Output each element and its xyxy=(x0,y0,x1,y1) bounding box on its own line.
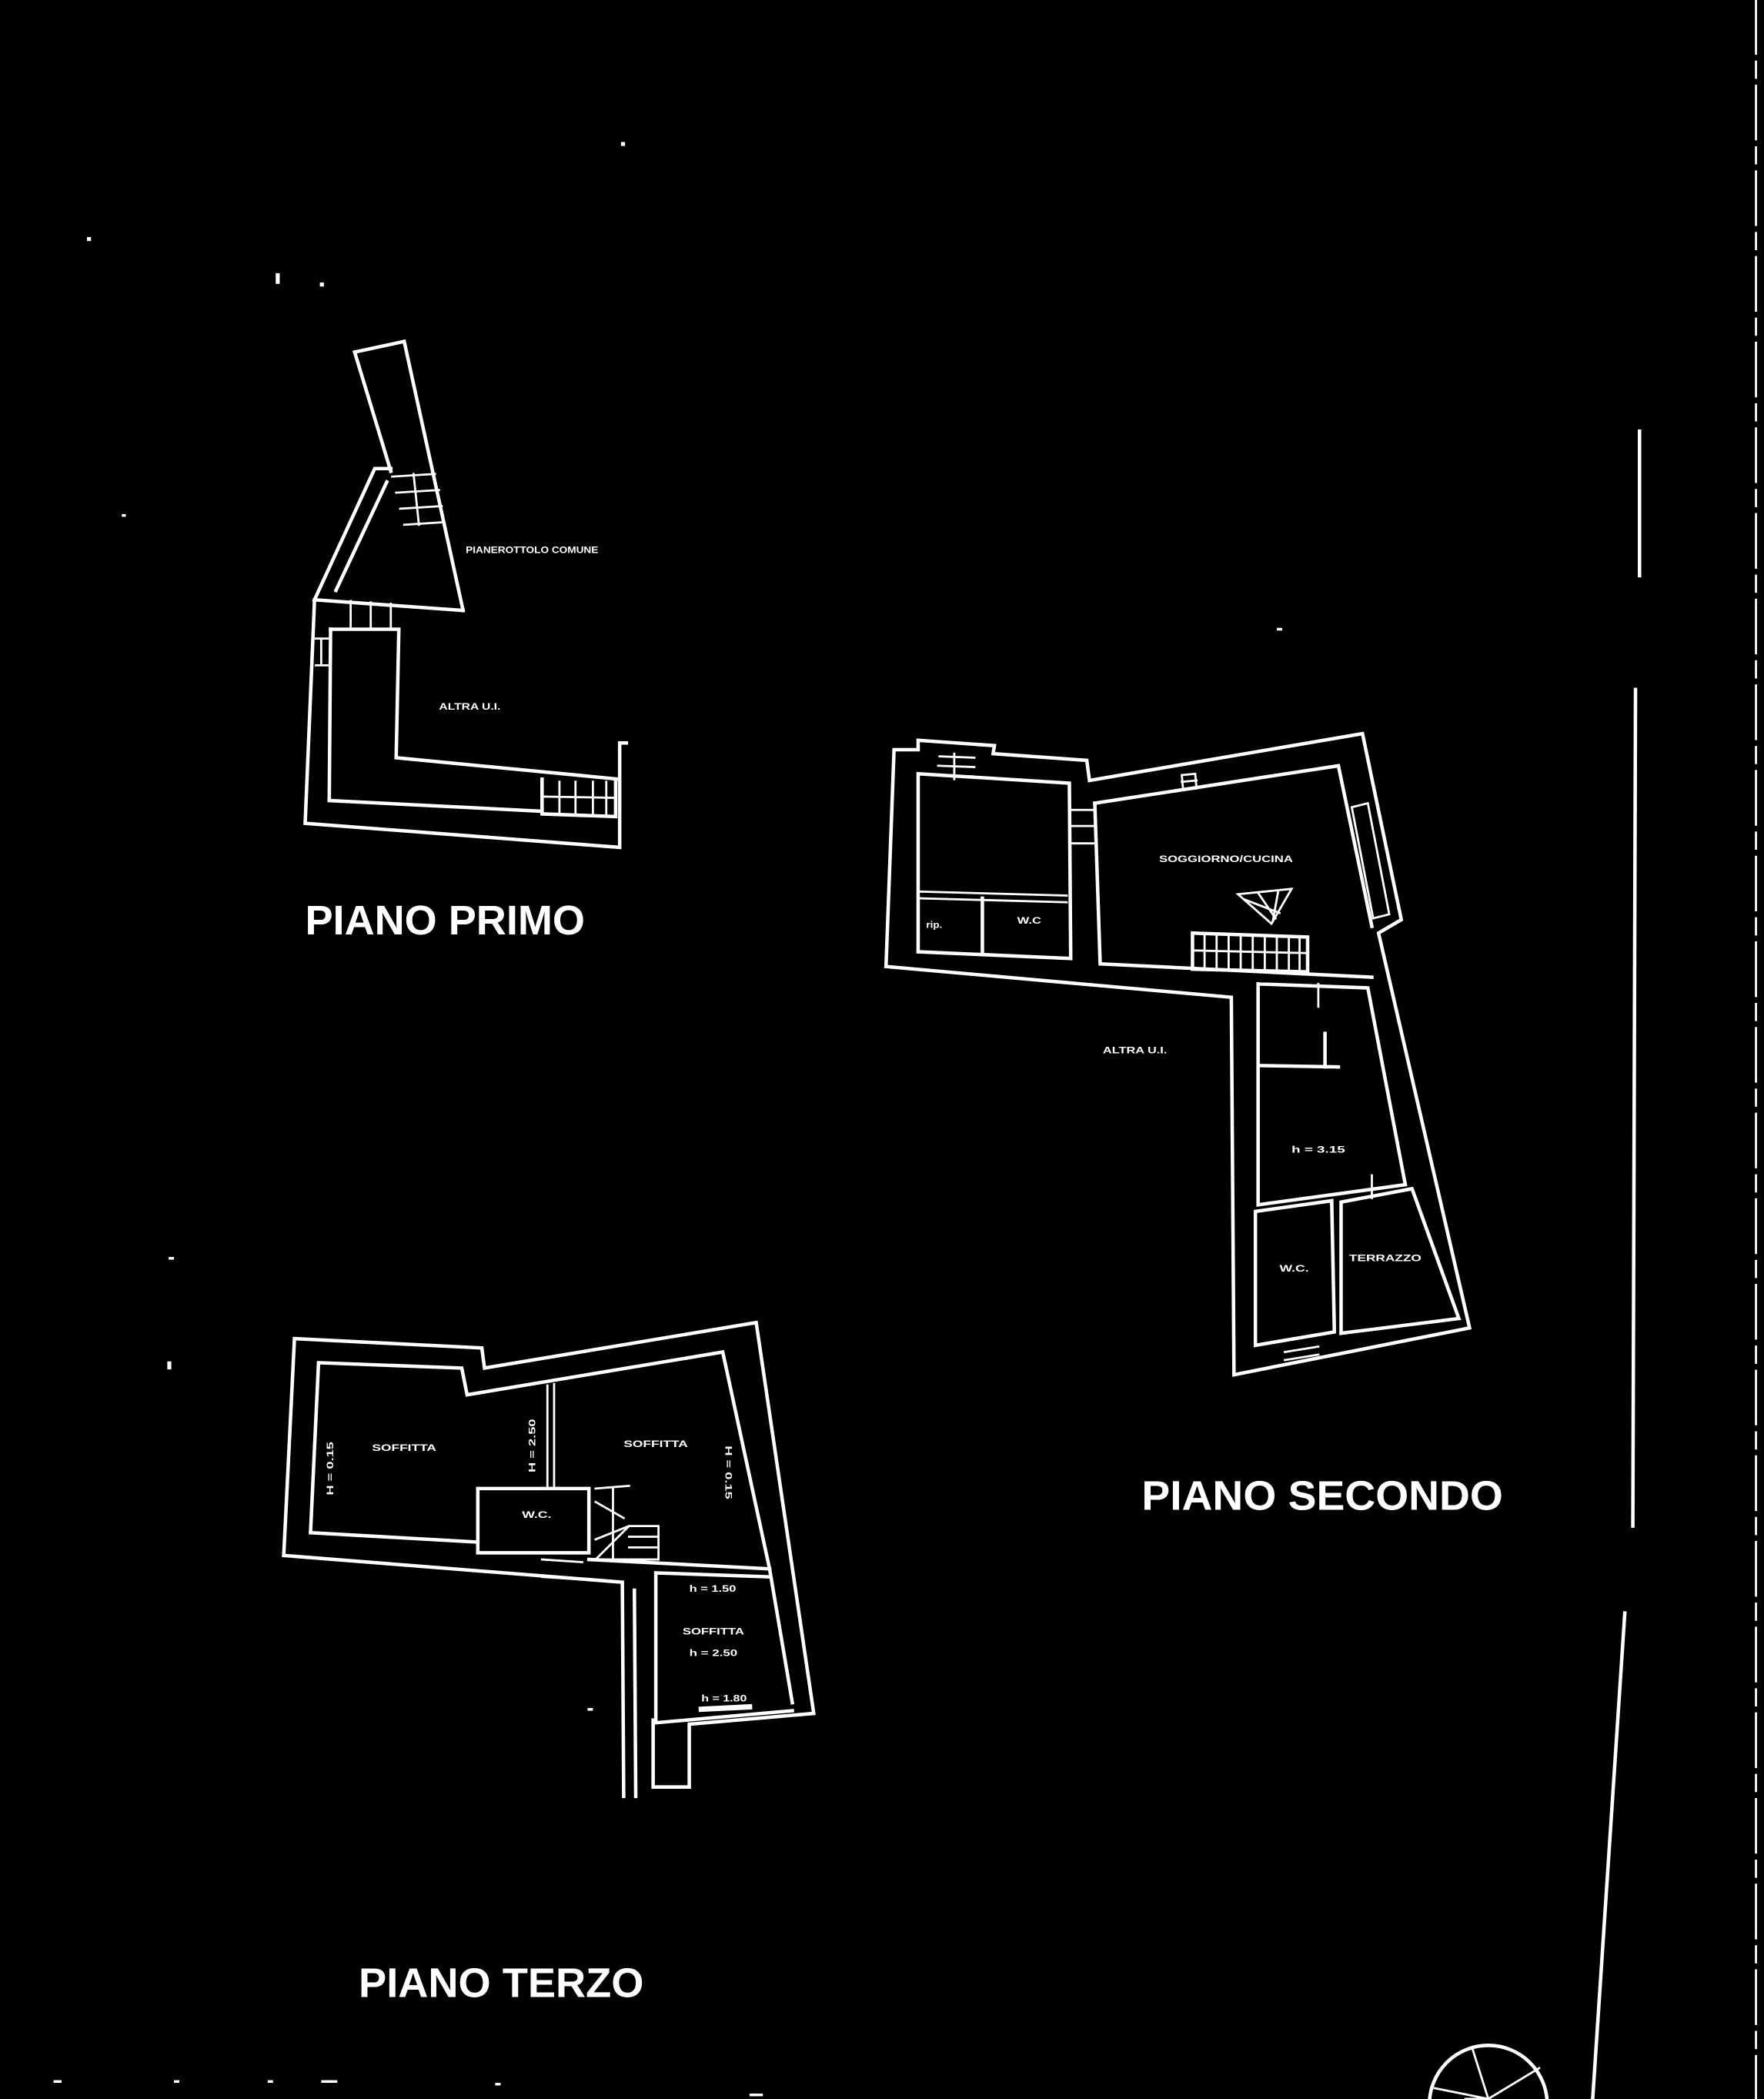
chimney-wall xyxy=(633,1588,691,1799)
door-mark xyxy=(1069,808,1095,845)
wc-room-wall xyxy=(1253,1198,1337,1348)
staircase xyxy=(935,752,976,780)
outer-wall xyxy=(352,339,466,613)
partition-wall xyxy=(546,1382,556,1490)
inner-wall xyxy=(1256,981,1408,1207)
inner-wall xyxy=(1092,764,1375,929)
staircase xyxy=(593,1484,660,1561)
inner-wall xyxy=(309,1530,480,1544)
partition-wall xyxy=(917,890,1068,904)
window-mark xyxy=(1181,772,1198,791)
wc-label: W.C. xyxy=(522,1509,551,1520)
attic-lower-label: SOFFITTA xyxy=(683,1626,744,1636)
attic-right-label: SOFFITTA xyxy=(623,1439,688,1449)
wc-2-label: W.C. xyxy=(1279,1263,1308,1274)
outer-wall xyxy=(282,1320,816,1726)
wc-room-wall xyxy=(476,1486,591,1555)
border-line xyxy=(1631,687,1638,1528)
staircase xyxy=(1191,887,1310,974)
attic-lower-top-height-label: h = 1.50 xyxy=(690,1583,737,1594)
outer-wall xyxy=(884,731,1472,1377)
outer-wall xyxy=(303,597,629,850)
plan-piano-primo: PIANEROTTOLO COMUNE ALTRA U.I. PIANO PRI… xyxy=(303,339,629,944)
partition-height-label: H = 2.50 xyxy=(527,1419,538,1472)
inner-wall xyxy=(327,627,544,814)
room-height-label: h = 3.15 xyxy=(1291,1144,1345,1155)
north-arrow-icon xyxy=(1428,2044,1549,2099)
living-kitchen-label: SOGGIORNO/CUCINA xyxy=(1159,854,1293,864)
attic-left-label: SOFFITTA xyxy=(372,1442,436,1453)
other-unit-label: ALTRA U.I. xyxy=(439,701,500,712)
scan-specks xyxy=(53,142,1282,2097)
staircase xyxy=(391,473,446,526)
staircase xyxy=(540,777,618,819)
attic-lower-height-label: h = 2.50 xyxy=(690,1647,738,1658)
plan-title: PIANO PRIMO xyxy=(305,897,584,944)
outer-wall xyxy=(312,466,466,613)
terrace-label: TERRAZZO xyxy=(1349,1252,1422,1263)
plan-title: PIANO SECONDO xyxy=(1141,1473,1503,1519)
sheet-border xyxy=(1591,0,1757,2099)
attic-left-height-label: H = 0.15 xyxy=(325,1442,336,1496)
door-mark xyxy=(349,600,393,630)
plan-piano-terzo: SOFFITTA H = 0.15 H = 2.50 SOFFITTA H = … xyxy=(282,1320,816,2007)
landing-label: PIANEROTTOLO COMUNE xyxy=(466,544,598,555)
opening-mark xyxy=(698,1703,753,1713)
partition-wall xyxy=(1258,1031,1341,1069)
plan-title: PIANO TERZO xyxy=(359,1960,643,2007)
storage-label: rip. xyxy=(926,919,942,930)
attic-right-height-label: H = 0.15 xyxy=(723,1446,734,1499)
door-mark xyxy=(1317,982,1373,1199)
inner-wall xyxy=(653,1571,794,1725)
wc-label: W.C xyxy=(1017,915,1042,926)
window-mark xyxy=(1283,1345,1320,1362)
outer-wall xyxy=(282,1553,626,1799)
border-line xyxy=(1591,1611,1627,2099)
inner-wall xyxy=(916,771,1073,961)
window-mark xyxy=(315,637,332,667)
inner-wall xyxy=(329,627,620,781)
attic-lower-bottom-height-label: h = 1.80 xyxy=(701,1693,747,1703)
inner-wall xyxy=(333,480,389,593)
plan-piano-secondo: SOGGIORNO/CUCINA rip. W.C ALTRA U.I. h =… xyxy=(884,731,1503,1519)
terrace-wall xyxy=(1339,1186,1462,1335)
window-mark xyxy=(540,1558,583,1581)
window-mark xyxy=(1350,801,1391,920)
inner-wall xyxy=(586,1557,772,1571)
outer-wall xyxy=(352,349,393,474)
other-unit-label: ALTRA U.I. xyxy=(1103,1045,1167,1056)
